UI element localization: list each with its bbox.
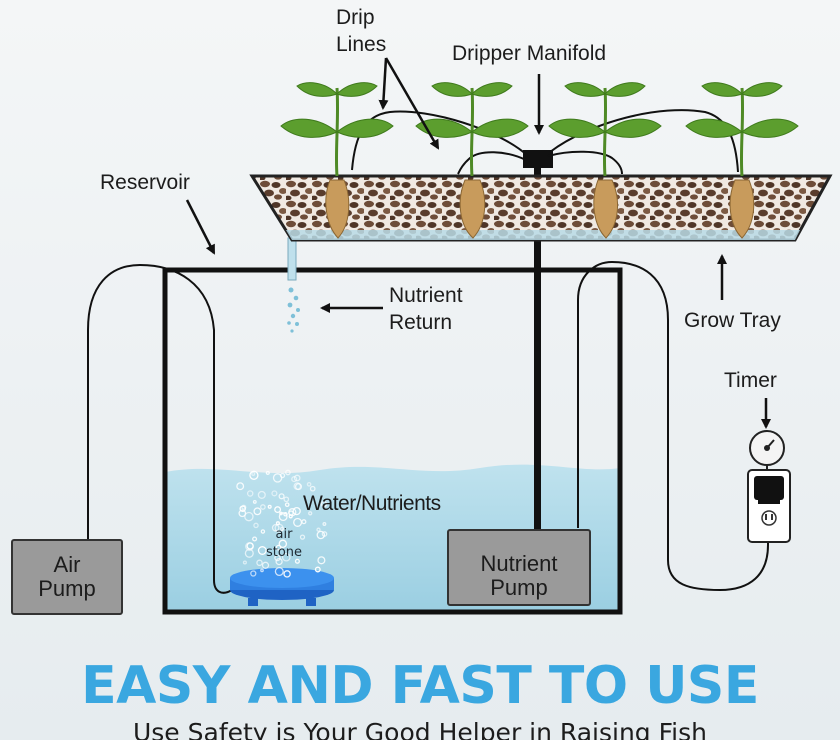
return-droplets — [287, 287, 300, 333]
seedling-icon — [548, 82, 662, 177]
air-pump-label-line2: Pump — [38, 576, 96, 601]
seedling-icon — [415, 82, 529, 177]
dripper-manifold — [523, 150, 553, 168]
air-pump-label-line1: Air — [53, 552, 81, 577]
nutrient-return-label: Nutrient Return — [389, 282, 463, 336]
supply-pipe — [534, 162, 541, 530]
nutrient-return-label-line1: Nutrient — [389, 284, 463, 307]
nutrient-pump-label-line1: Nutrient — [480, 551, 558, 576]
air-stone-label: air stone — [262, 526, 306, 562]
subline: Use Safety is Your Good Helper in Raisin… — [132, 718, 707, 740]
pump-power-cord — [577, 260, 769, 592]
outlet-icon — [747, 469, 791, 543]
nutrient-pump-label-line2: Pump — [490, 575, 548, 600]
drip-lines-label-line1: Drip — [336, 6, 375, 29]
air-tube — [87, 263, 233, 594]
timer-dial-icon — [749, 430, 785, 470]
return-pipe — [287, 237, 297, 281]
dripper-manifold-label: Dripper Manifold — [452, 42, 607, 65]
air-pump — [11, 539, 123, 615]
tray-water-film — [286, 230, 800, 240]
headline: EASY AND FAST TO USE — [81, 656, 759, 716]
air-stone-label-line1: air — [275, 527, 293, 542]
drip-lines-label: Drip Lines — [336, 4, 386, 58]
reservoir-label: Reservoir — [100, 171, 190, 194]
air-stone — [230, 568, 334, 606]
grow-tray-label: Grow Tray — [684, 309, 781, 332]
timer-label: Timer — [724, 369, 777, 392]
seedling-icon — [685, 82, 799, 177]
reservoir-tank — [162, 267, 623, 615]
air-pump-label: Air Pump — [12, 553, 122, 601]
nutrient-return-label-line2: Return — [389, 311, 453, 334]
bubble-icon — [236, 469, 328, 578]
seedlings — [280, 82, 799, 177]
air-stone-label-line2: stone — [265, 545, 303, 560]
seedling-icon — [280, 82, 394, 177]
arrow-icon — [185, 57, 771, 429]
water-nutrients-label: Water/Nutrients — [303, 492, 441, 515]
nutrient-pump-label: Nutrient Pump — [448, 552, 590, 600]
root-icon — [325, 179, 755, 239]
drip-lines-label-line2: Lines — [336, 33, 387, 56]
nutrient-pump — [447, 529, 591, 606]
